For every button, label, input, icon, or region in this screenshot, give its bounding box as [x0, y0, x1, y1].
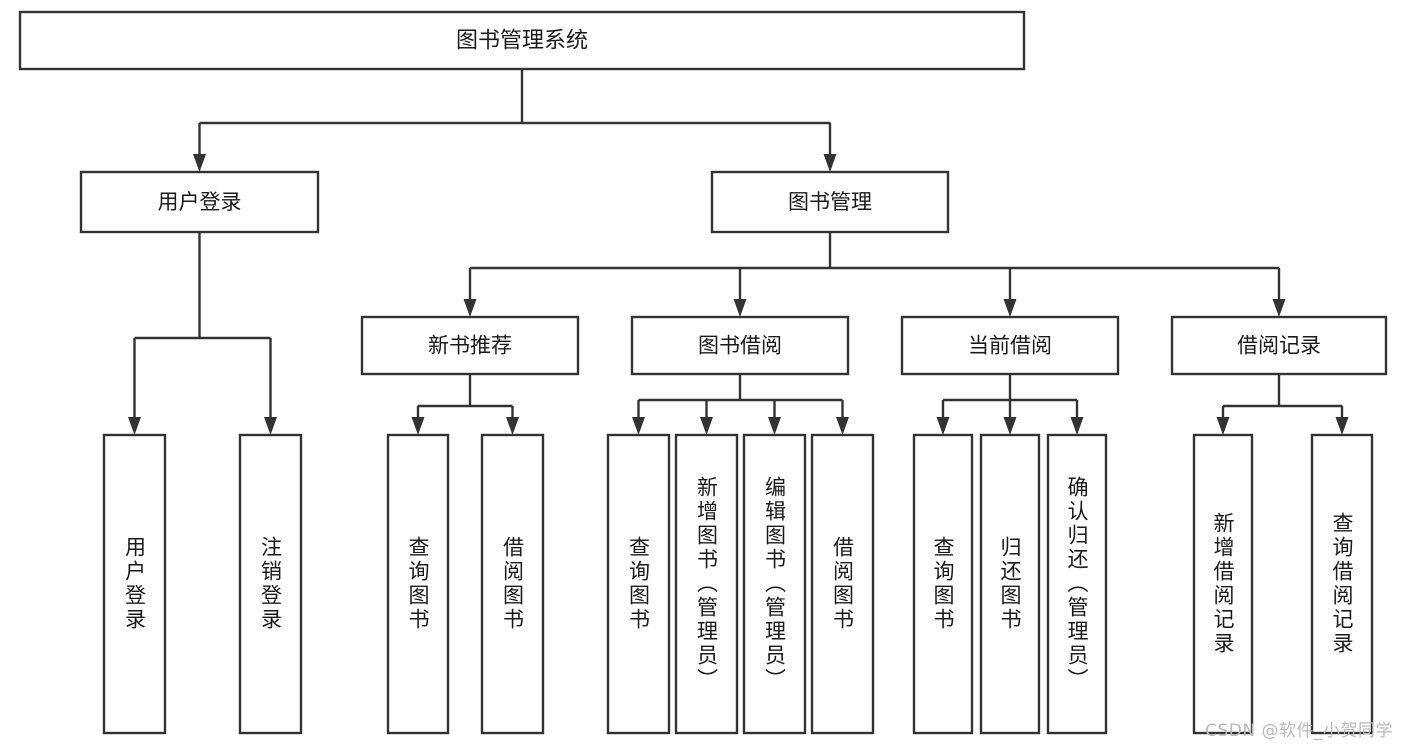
node-box-leaf-query-book-1[interactable] — [386, 433, 450, 735]
arrow-head-icon — [936, 417, 950, 435]
node-box-leaf-query-book-3[interactable] — [912, 433, 974, 735]
node-label-record: 借阅记录 — [1237, 334, 1321, 358]
node-box-current[interactable] — [900, 315, 1120, 376]
node-box-record[interactable] — [1170, 315, 1388, 376]
arrow-head-icon — [632, 417, 645, 435]
node-box-borrow[interactable] — [630, 315, 850, 376]
arrow-head-icon — [463, 299, 477, 317]
arrow-head-icon — [1216, 417, 1230, 435]
arrow-head-icon — [700, 417, 713, 435]
arrow-head-icon — [193, 154, 206, 172]
arrow-head-icon — [1070, 417, 1084, 435]
node-label-current: 当前借阅 — [968, 334, 1052, 358]
node-box-leaf-edit-book[interactable] — [742, 433, 807, 735]
arrow-head-icon — [836, 417, 849, 435]
node-box-leaf-query-book-2[interactable] — [606, 433, 671, 735]
node-box-leaf-add-book[interactable] — [674, 433, 739, 735]
arrow-head-icon — [1335, 417, 1349, 435]
node-box-leaf-borrow-book-1[interactable] — [480, 433, 545, 735]
arrow-head-icon — [411, 417, 425, 435]
arrow-head-icon — [733, 299, 747, 317]
node-box-leaf-add-record[interactable] — [1192, 433, 1254, 735]
node-box-leaf-confirm-return[interactable] — [1046, 433, 1108, 735]
watermark-text: CSDN @软件_小贺同学 — [1205, 721, 1393, 741]
node-label-bookmgmt: 图书管理 — [788, 190, 872, 214]
node-box-leaf-user-login[interactable] — [102, 433, 167, 735]
node-box-leaf-query-record[interactable] — [1310, 433, 1374, 735]
node-box-root[interactable] — [18, 10, 1026, 71]
node-box-login[interactable] — [79, 170, 320, 234]
arrow-head-icon — [128, 417, 141, 435]
boxes-layer — [18, 10, 1388, 735]
node-label-root: 图书管理系统 — [456, 29, 588, 54]
arrow-head-icon — [264, 417, 277, 435]
node-box-leaf-return-book[interactable] — [979, 433, 1041, 735]
arrow-head-icon — [768, 417, 781, 435]
node-label-newbook: 新书推荐 — [428, 334, 512, 358]
node-box-leaf-borrow-book-2[interactable] — [810, 433, 875, 735]
node-label-login: 用户登录 — [158, 190, 242, 214]
arrow-head-icon — [1272, 299, 1286, 317]
node-box-leaf-user-logout[interactable] — [238, 433, 303, 735]
arrow-head-icon — [823, 154, 837, 172]
arrow-head-icon — [1003, 299, 1017, 317]
arrow-head-icon — [506, 417, 519, 435]
node-box-newbook[interactable] — [360, 315, 580, 376]
edges-layer — [128, 69, 1349, 435]
arrow-head-icon — [1003, 417, 1017, 435]
node-box-bookmgmt[interactable] — [710, 170, 950, 234]
node-label-borrow: 图书借阅 — [698, 334, 782, 358]
